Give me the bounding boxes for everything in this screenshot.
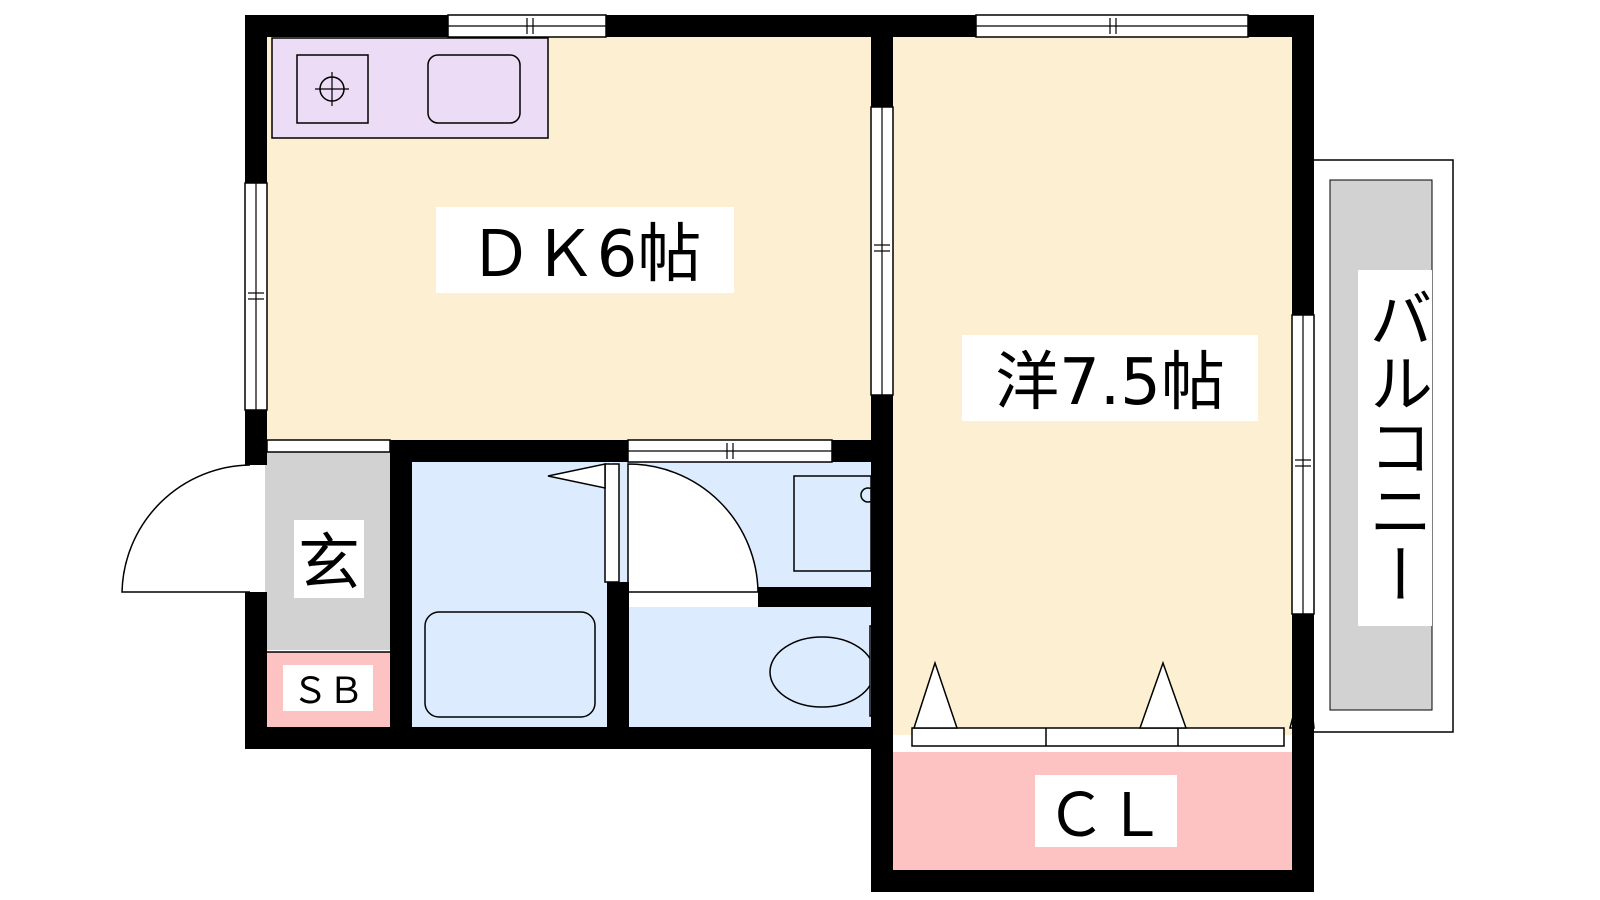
dk-room-label: ＤＫ6帖 <box>436 207 734 293</box>
stove-icon <box>296 54 369 124</box>
door-swing-icon <box>121 464 251 593</box>
bath-floor <box>412 462 610 727</box>
window-icon <box>627 439 833 463</box>
western-room-label-text: 洋7.5帖 <box>995 346 1225 420</box>
shoe-box-label: ＳＢ <box>283 665 373 712</box>
bathtub-icon <box>424 611 596 718</box>
entrance-step <box>266 439 391 453</box>
western-room-label: 洋7.5帖 <box>962 335 1258 421</box>
entrance-label-text: 玄 <box>298 526 360 599</box>
dk-room-label-text: ＤＫ6帖 <box>469 218 702 292</box>
balcony-label-text: バルコニー <box>1358 286 1432 606</box>
sink-icon <box>427 54 521 124</box>
window-icon <box>244 182 268 411</box>
entrance-label: 玄 <box>294 520 364 599</box>
balcony-label: バルコニー <box>1358 270 1432 626</box>
window-icon <box>870 106 894 396</box>
bath-door-icon <box>547 463 620 583</box>
door-swing-icon <box>627 463 759 593</box>
window-icon <box>1291 314 1315 615</box>
window-icon <box>447 14 607 38</box>
shoe-box-label-text: ＳＢ <box>292 671 364 712</box>
window-icon <box>975 14 1249 38</box>
closet-label-text: ＣＬ <box>1046 781 1166 851</box>
walls <box>245 15 1314 892</box>
closet-label: ＣＬ <box>1035 775 1177 851</box>
